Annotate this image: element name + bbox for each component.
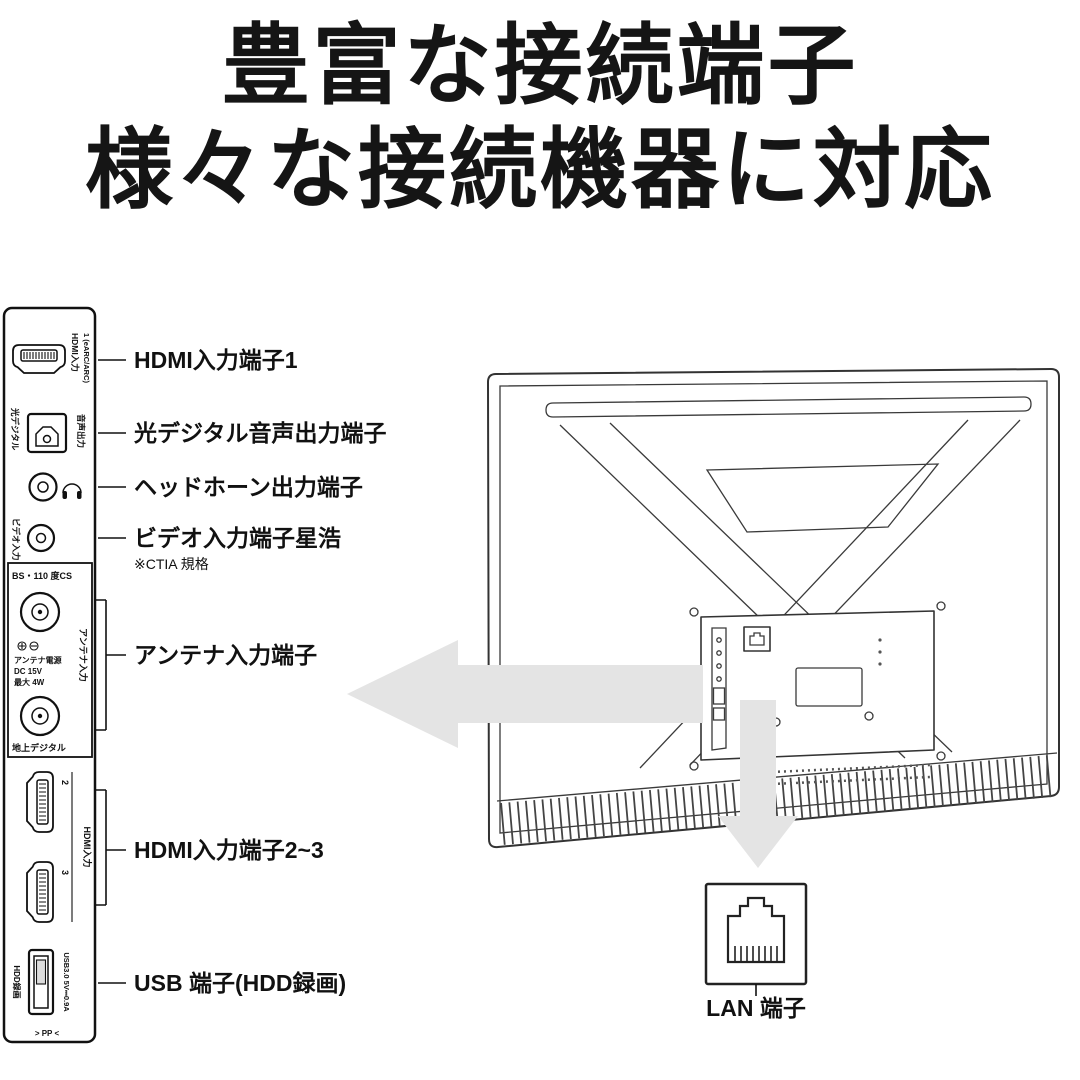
callout-optical: 光デジタル音声出力端子 bbox=[133, 420, 387, 446]
antenna-power-line2: DC 15V bbox=[14, 667, 43, 676]
port-panel: HDMI入力 1 (eARC/ARC) 光デジタル 音声出力 bbox=[2, 306, 97, 1044]
callout-bracket-hdmi23 bbox=[96, 789, 126, 906]
antenna-power-line1: アンテナ電源 bbox=[14, 655, 62, 665]
rj45-pins bbox=[734, 946, 778, 962]
rj45-jack-shape bbox=[726, 896, 786, 964]
antenna-connector-bs bbox=[19, 591, 61, 633]
panel-bottom-label: > PP < bbox=[35, 1029, 60, 1038]
optical-right-label: 音声出力 bbox=[76, 414, 86, 448]
bs-cs-label: BS・110 度CS bbox=[12, 570, 72, 581]
arrow-to-port-panel bbox=[347, 640, 703, 748]
callout-lan: LAN 端子 bbox=[706, 995, 806, 1021]
tv-handle-slot bbox=[545, 396, 1032, 418]
callout-usb: USB 端子(HDD録画) bbox=[134, 970, 346, 996]
hdmi1-port-icon: HDMI入力 1 (eARC/ARC) bbox=[12, 333, 91, 384]
hdd-label: HDD録画 bbox=[12, 965, 22, 998]
optical-port-icon: 光デジタル 音声出力 bbox=[10, 407, 86, 454]
optical-left-label: 光デジタル bbox=[10, 407, 20, 451]
tv-port-area bbox=[689, 601, 946, 786]
hdmi3-number: 3 bbox=[60, 870, 70, 875]
headphone-jack-icon bbox=[28, 472, 82, 502]
callout-video: ビデオ入力端子星浩 bbox=[134, 525, 341, 551]
callout-bracket-antenna bbox=[96, 599, 126, 731]
headphone-icon bbox=[62, 483, 82, 499]
callouts: HDMI入力端子1 光デジタル音声出力端子 ヘッドホーン出力端子 ビデオ入力端子… bbox=[96, 347, 387, 996]
page-title: 豊富な接続端子 様々な接続機器に対応 bbox=[0, 14, 1080, 222]
hdmi1-port-sublabel: 1 (eARC/ARC) bbox=[82, 333, 91, 384]
antenna-power-icon bbox=[17, 641, 39, 651]
video-jack-icon: ビデオ入力 bbox=[11, 518, 56, 561]
callout-antenna: アンテナ入力端子 bbox=[134, 642, 317, 668]
usb-port-icon: USB3.0 5V⎓0.9A HDD録画 bbox=[12, 948, 71, 1016]
vent-top-line bbox=[496, 752, 1058, 802]
video-port-label: ビデオ入力 bbox=[11, 518, 21, 561]
callout-hdmi1: HDMI入力端子1 bbox=[134, 347, 298, 373]
tv-lan-port-marker bbox=[743, 626, 771, 652]
hdmi23-vertical-label: HDMI入力 bbox=[82, 827, 93, 868]
callout-video-note: ※CTIA 規格 bbox=[134, 556, 209, 572]
vent-slats bbox=[500, 755, 1054, 845]
title-line-1: 豊富な接続端子 bbox=[221, 16, 859, 115]
hdmi2-port-icon: 2 bbox=[26, 771, 70, 833]
lan-port-icon: LAN 端子 bbox=[704, 882, 808, 1021]
hdmi2-number: 2 bbox=[60, 780, 70, 785]
title-line-2: 様々な接続機器に対応 bbox=[84, 119, 995, 219]
usb-port-label: USB3.0 5V⎓0.9A bbox=[62, 952, 71, 1012]
hdmi1-port-label: HDMI入力 bbox=[70, 333, 80, 372]
callout-hdmi23: HDMI入力端子2~3 bbox=[134, 837, 324, 863]
antenna-power-line3: 最大 4W bbox=[14, 677, 45, 687]
antenna-section: BS・110 度CS アンテナ電源 DC 15V 最大 4W アンテナ入力 bbox=[7, 562, 93, 758]
terrestrial-label: 地上デジタル bbox=[12, 742, 66, 753]
tv-vent-dots bbox=[771, 763, 931, 786]
antenna-input-vertical-label: アンテナ入力 bbox=[78, 628, 89, 682]
antenna-connector-terrestrial bbox=[19, 695, 61, 737]
callout-headphone: ヘッドホーン出力端子 bbox=[134, 474, 363, 500]
arrow-to-lan bbox=[718, 700, 798, 868]
hdmi3-port-icon: 3 bbox=[26, 861, 70, 923]
